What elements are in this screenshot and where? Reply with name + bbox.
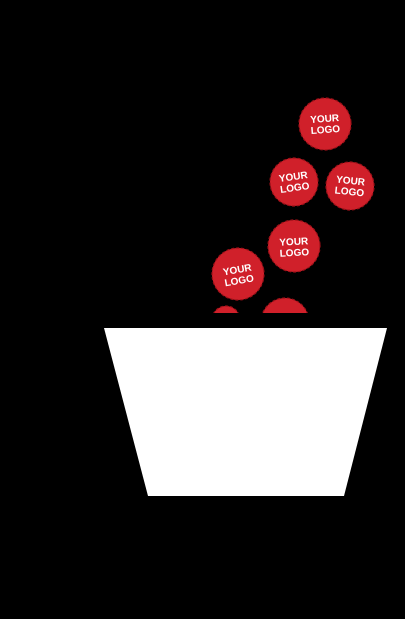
chip-label-top: YOUR	[336, 175, 367, 189]
logo-chip: YOUR LOGO	[211, 247, 265, 301]
logo-chip: YOUR LOGO	[325, 161, 375, 211]
chip-label-top: YOUR	[310, 113, 340, 126]
logo-chip: YOUR LOGO	[298, 97, 352, 151]
chip-shape	[269, 157, 319, 207]
chip-shape	[213, 305, 239, 313]
logo-chip-partial	[213, 305, 239, 313]
logo-chip-partial	[262, 297, 308, 313]
logo-chip: YOUR LOGO	[269, 157, 319, 207]
chip-label-bottom: LOGO	[224, 273, 255, 289]
chips-group: YOUR LOGO YOUR LOGO YOUR LOGO YOUR LOGO …	[211, 97, 375, 313]
logo-chip: YOUR LOGO	[267, 219, 321, 273]
chip-label-top: YOUR	[279, 236, 309, 249]
chip-shape	[262, 297, 308, 313]
bowl	[104, 328, 387, 496]
chip-label-top: YOUR	[222, 262, 253, 278]
chip-label-bottom: LOGO	[279, 247, 309, 260]
chip-label-bottom: LOGO	[310, 124, 340, 137]
chip-label-bottom: LOGO	[280, 181, 311, 196]
chip-label-top: YOUR	[278, 170, 309, 185]
chip-label-bottom: LOGO	[334, 185, 365, 199]
chip-shape	[298, 97, 352, 151]
chip-shape	[211, 247, 265, 301]
chip-shape	[267, 219, 321, 273]
